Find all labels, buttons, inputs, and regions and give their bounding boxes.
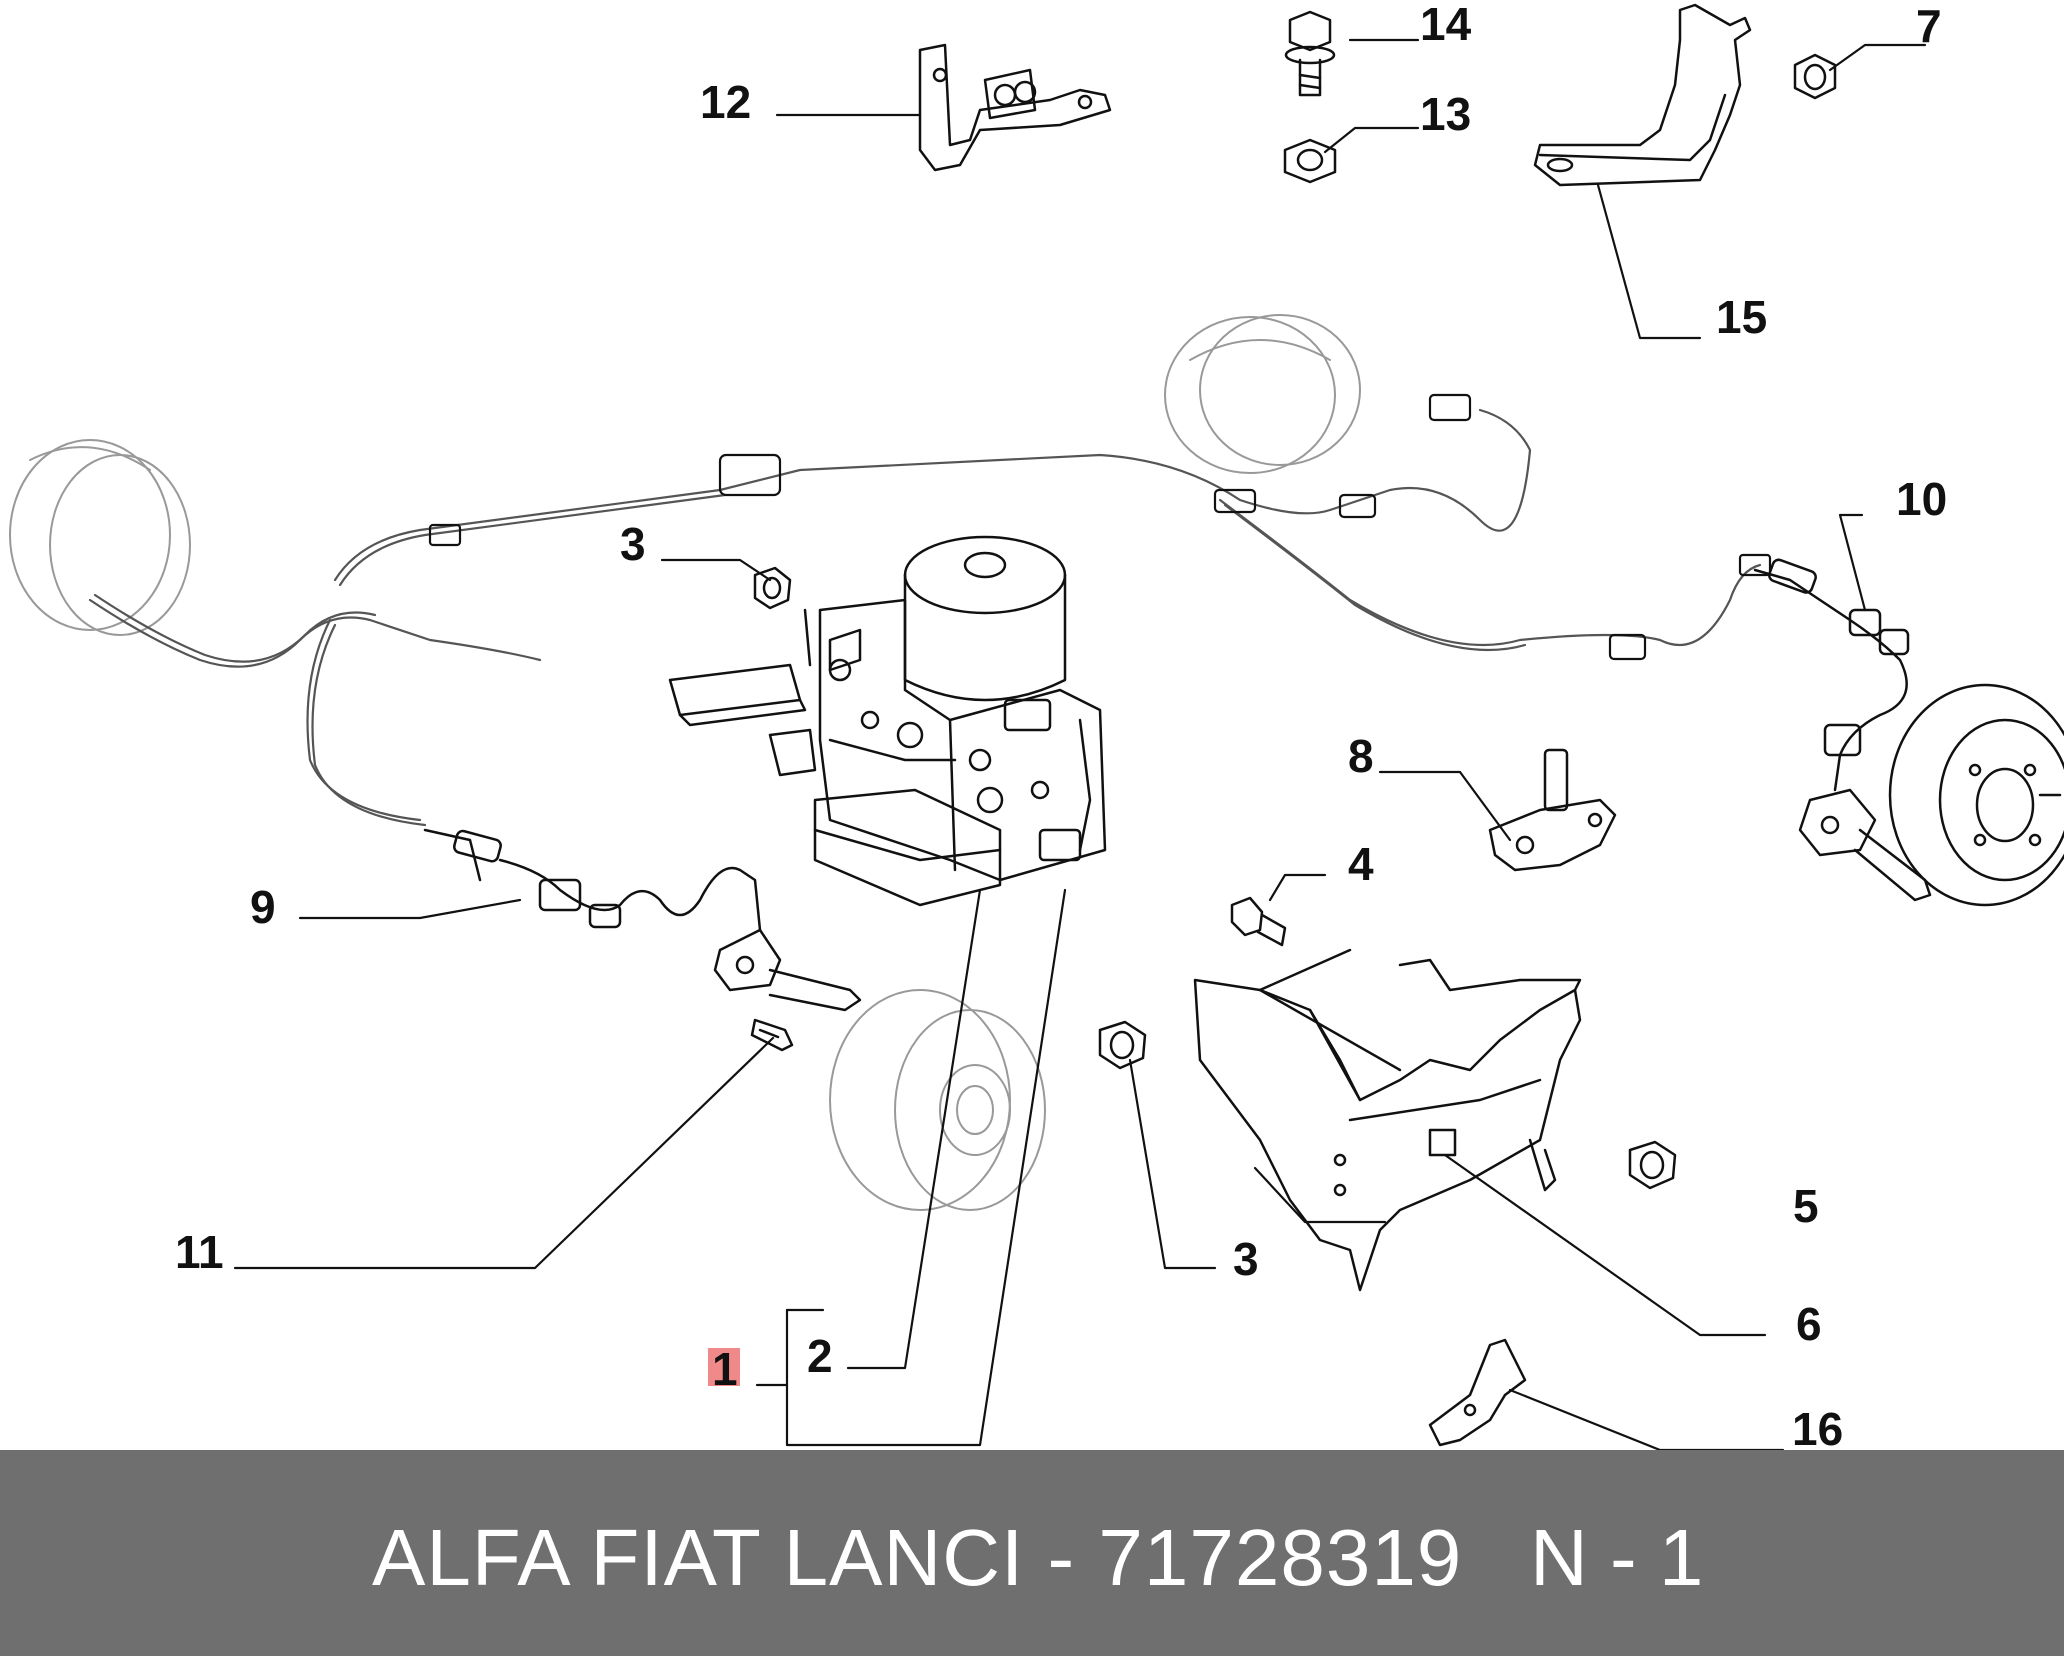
nut-13	[1283, 138, 1337, 184]
callout-5: 5	[1793, 1180, 1819, 1232]
callout-3-lower: 3	[1233, 1233, 1259, 1285]
bracket-12	[918, 43, 1112, 172]
highlight-box	[708, 1348, 740, 1386]
nut-3-lower	[1098, 1020, 1147, 1070]
bolt-14	[1284, 10, 1336, 97]
nut-3-upper	[753, 566, 812, 667]
rear-right-speed-sensor	[1753, 558, 1932, 902]
part-number-text: ALFA FIAT LANCI - 71728319	[372, 1513, 1463, 1602]
callout-4: 4	[1348, 838, 1374, 890]
bracket-15	[1533, 3, 1752, 187]
abs-hydraulic-unit	[668, 535, 1107, 907]
screw-11	[750, 1018, 794, 1052]
front-right-brake-disc	[1164, 314, 1361, 474]
bracket-6	[1193, 948, 1582, 1292]
rear-right-brake-disc	[1888, 683, 2064, 907]
callout-11: 11	[175, 1226, 224, 1278]
rear-left-brake-disc	[829, 989, 1046, 1211]
callout-8: 8	[1348, 730, 1374, 782]
callout-3-upper: 3	[620, 518, 646, 570]
nut-7	[1793, 53, 1837, 100]
clip-16	[1428, 1338, 1527, 1447]
front-left-speed-sensor	[423, 828, 862, 1012]
callout-10: 10	[1896, 473, 1947, 525]
callout-13: 13	[1420, 88, 1471, 140]
callout-12: 12	[700, 76, 751, 128]
callout-numbers: 12 14 13 7 15 3 10 8 4 9 5 11 3 6 2 1 16	[175, 0, 1947, 1450]
callout-1: 1	[712, 1343, 738, 1395]
clip-8	[1488, 748, 1617, 872]
leader-lines	[233, 38, 1927, 1450]
front-left-brake-disc	[9, 439, 191, 636]
nut-5	[1628, 1140, 1677, 1190]
callout-2: 2	[807, 1330, 833, 1382]
sheet-indicator: N - 1	[1530, 1513, 1704, 1602]
footer-bar	[0, 1450, 2064, 1656]
stud-4	[1230, 896, 1287, 947]
callout-6: 6	[1796, 1298, 1822, 1350]
wiring-harness	[88, 393, 1772, 827]
callout-9: 9	[250, 881, 276, 933]
callout-7: 7	[1916, 0, 1942, 52]
callout-14: 14	[1420, 0, 1472, 50]
callout-15: 15	[1716, 291, 1767, 343]
parts-diagram: 12 14 13 7 15 3 10 8 4 9 5 11 3 6 2 1 16	[9, 0, 2064, 1450]
callout-16: 16	[1792, 1403, 1843, 1450]
